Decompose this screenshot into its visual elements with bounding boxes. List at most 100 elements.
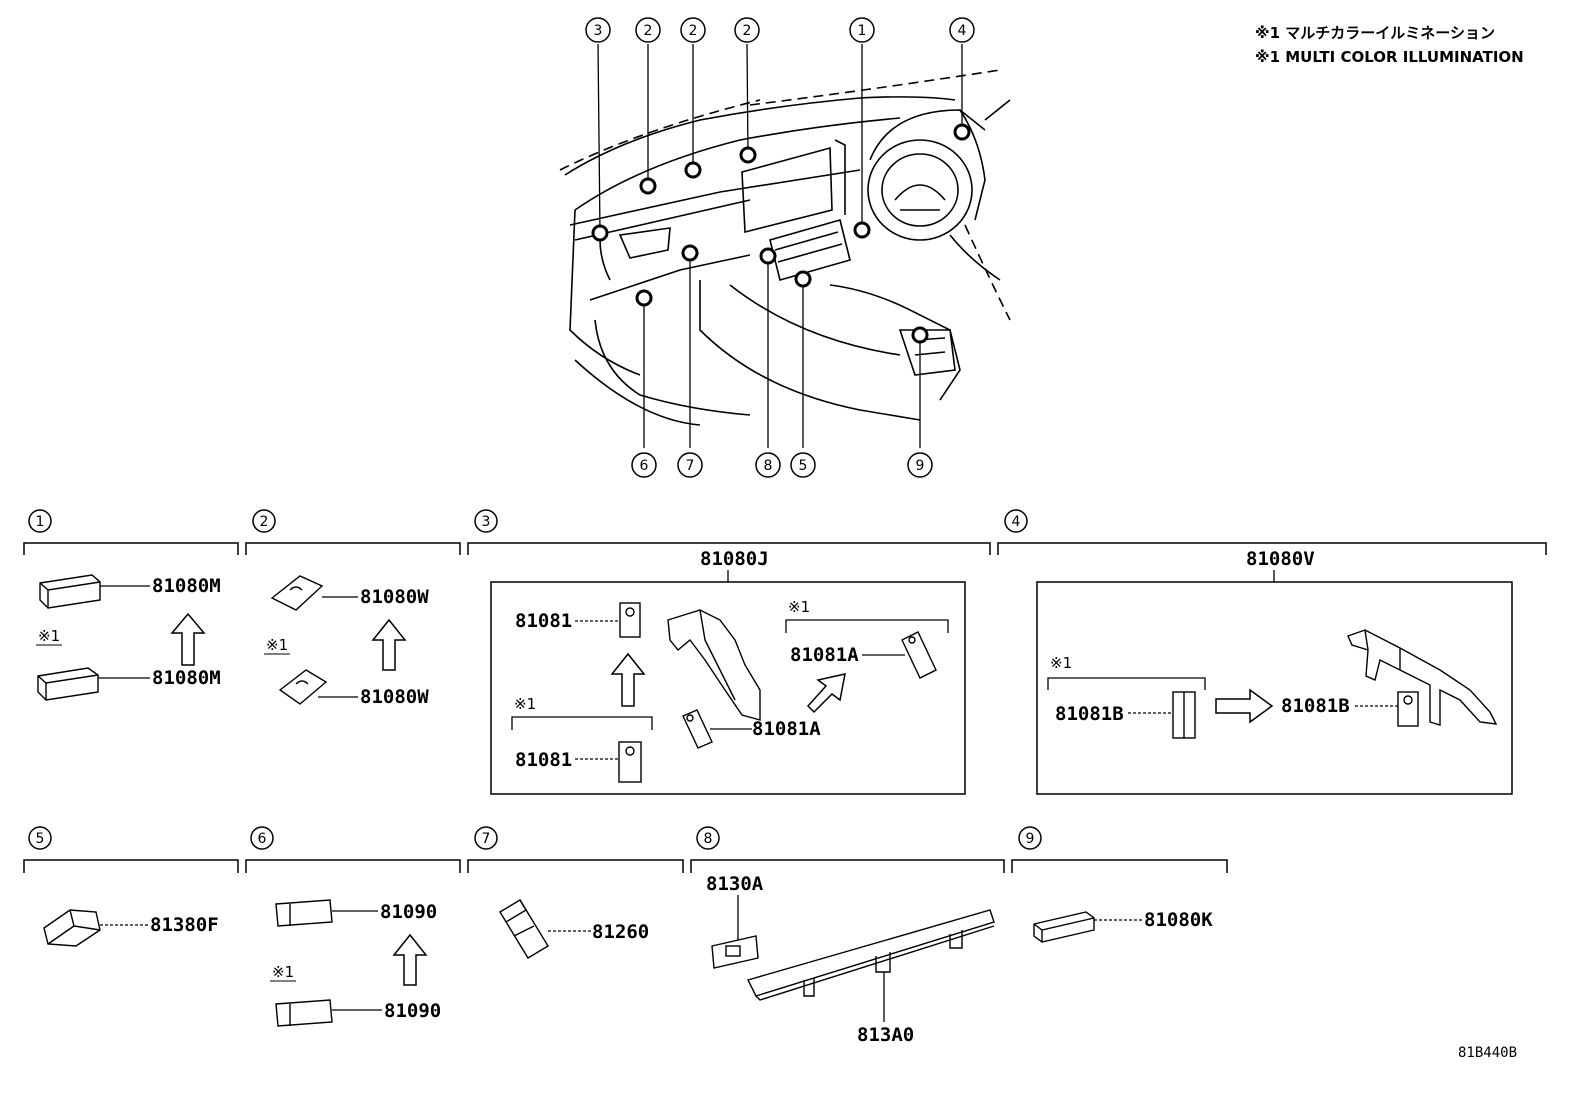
- callout-2[interactable]: 2: [680, 17, 706, 43]
- dashboard-illustration: [559, 69, 1011, 426]
- part-81080m-illum[interactable]: 81080M: [152, 667, 221, 689]
- section-numbers-row1: 1 2 3 4: [28, 509, 1028, 533]
- illumination-mark: ※1: [272, 963, 294, 981]
- part-81090-illum[interactable]: 81090: [384, 1000, 441, 1022]
- switch-81380f-icon: [43, 909, 101, 947]
- part-81081b-illum[interactable]: 81081B: [1055, 703, 1124, 725]
- part-81380f[interactable]: 81380F: [150, 914, 219, 936]
- part-81080m[interactable]: 81080M: [152, 575, 221, 597]
- up-arrow-icon: [170, 612, 206, 666]
- illumination-mark: ※1: [38, 627, 60, 645]
- part-81260[interactable]: 81260: [592, 921, 649, 943]
- legend-line-jp: ※1 マルチカラーイルミネーション: [1255, 24, 1495, 42]
- section-3-number: 3: [474, 509, 498, 533]
- bulb-81081-icon: [619, 602, 641, 638]
- part-81080k[interactable]: 81080K: [1144, 909, 1213, 931]
- section-3: 81080J 81081 ※1 81081A 81081A ※1: [490, 548, 966, 795]
- section-5-number: 5: [28, 826, 52, 850]
- bracket-panel-icon: [1347, 629, 1498, 726]
- section-8: 8130A 813A0: [706, 873, 995, 1046]
- up-arrow-icon: [610, 652, 646, 707]
- section-4: 81080V ※1 81081B 81081B: [1036, 548, 1513, 795]
- bulb-81081-illum-icon: [618, 741, 642, 783]
- part-81080w[interactable]: 81080W: [360, 586, 429, 608]
- assembly-81080j[interactable]: 81080J: [700, 548, 769, 570]
- callout-2[interactable]: 2: [635, 17, 661, 43]
- svg-text:4: 4: [958, 23, 967, 39]
- section-headers-row2: [23, 859, 1228, 873]
- legend-line-en: ※1 MULTI COLOR ILLUMINATION: [1255, 48, 1524, 66]
- svg-text:4: 4: [1012, 514, 1021, 530]
- section-headers-row1: [23, 542, 1547, 555]
- part-81081-illum[interactable]: 81081: [515, 749, 572, 771]
- section-9-number: 9: [1018, 826, 1042, 850]
- svg-text:2: 2: [260, 514, 269, 530]
- diagram-code: 81B440B: [1458, 1045, 1517, 1061]
- part-81081a[interactable]: 81081A: [752, 718, 821, 740]
- svg-text:3: 3: [482, 514, 491, 530]
- illumination-mark: ※1: [266, 636, 288, 654]
- part-81081b[interactable]: 81081B: [1281, 695, 1350, 717]
- part-81090[interactable]: 81090: [380, 901, 437, 923]
- bulb-81081b-icon: [1397, 691, 1419, 727]
- svg-text:1: 1: [36, 514, 45, 530]
- svg-text:3: 3: [594, 23, 603, 39]
- up-arrow-icon: [392, 933, 428, 986]
- bulb-81081a-icon: [682, 709, 713, 749]
- callout-1[interactable]: 1: [849, 17, 875, 43]
- svg-text:5: 5: [36, 831, 45, 847]
- callout-5[interactable]: 5: [790, 452, 816, 478]
- switch-81090-icon: [275, 899, 333, 927]
- switch-81260-icon: [499, 899, 549, 959]
- section-6-number: 6: [250, 826, 274, 850]
- part-81080w-illum[interactable]: 81080W: [360, 686, 429, 708]
- part-813a0[interactable]: 813A0: [857, 1024, 914, 1046]
- section-numbers-row2: 5 6 7 8 9: [28, 826, 1042, 850]
- svg-text:5: 5: [799, 458, 808, 474]
- part-8130a[interactable]: 8130A: [706, 873, 764, 895]
- part-81081[interactable]: 81081: [515, 610, 572, 632]
- callout-2[interactable]: 2: [734, 17, 760, 43]
- svg-text:9: 9: [916, 458, 925, 474]
- leader-lines: [597, 43, 963, 448]
- bulb-81081b-illum-icon: [1172, 691, 1196, 739]
- callout-9[interactable]: 9: [907, 452, 933, 478]
- section-6: 81090 ※1 81090: [270, 899, 441, 1027]
- bulb-81081a-illum-icon: [901, 631, 937, 679]
- part-81081a-illum[interactable]: 81081A: [790, 644, 859, 666]
- section-2: 81080W ※1 81080W: [264, 575, 429, 708]
- section-8-number: 8: [696, 826, 720, 850]
- up-arrow-icon: [371, 618, 407, 671]
- svg-text:9: 9: [1026, 831, 1035, 847]
- switch-81080w-icon: [270, 575, 324, 611]
- section-7: 81260: [499, 899, 649, 959]
- assembly-81080v[interactable]: 81080V: [1246, 548, 1315, 570]
- section-2-number: 2: [252, 509, 276, 533]
- bracket-813a0-icon: [746, 909, 995, 1001]
- right-arrow-icon: [1215, 688, 1274, 724]
- illumination-mark: ※1: [788, 598, 810, 616]
- svg-text:2: 2: [689, 23, 698, 39]
- section-5: 81380F: [43, 909, 219, 947]
- panel-icon: [667, 609, 761, 721]
- callout-3[interactable]: 3: [585, 17, 611, 43]
- illumination-mark: ※1: [514, 695, 536, 713]
- callout-6[interactable]: 6: [631, 452, 657, 478]
- svg-text:2: 2: [743, 23, 752, 39]
- callouts: 3 2 2 2 1 4 6 7 8 5 9: [585, 17, 975, 478]
- section-7-number: 7: [474, 826, 498, 850]
- switch-81080w-illum-icon: [278, 669, 328, 705]
- switch-81080k-icon: [1033, 911, 1095, 943]
- svg-text:7: 7: [686, 458, 695, 474]
- callout-7[interactable]: 7: [677, 452, 703, 478]
- illumination-mark: ※1: [1050, 654, 1072, 672]
- callout-8[interactable]: 8: [755, 452, 781, 478]
- svg-text:6: 6: [258, 831, 267, 847]
- module-8130a-icon: [711, 935, 759, 969]
- svg-text:6: 6: [640, 458, 649, 474]
- svg-text:8: 8: [704, 831, 713, 847]
- svg-text:7: 7: [482, 831, 491, 847]
- callout-4[interactable]: 4: [949, 17, 975, 43]
- section-9: 81080K: [1033, 909, 1213, 943]
